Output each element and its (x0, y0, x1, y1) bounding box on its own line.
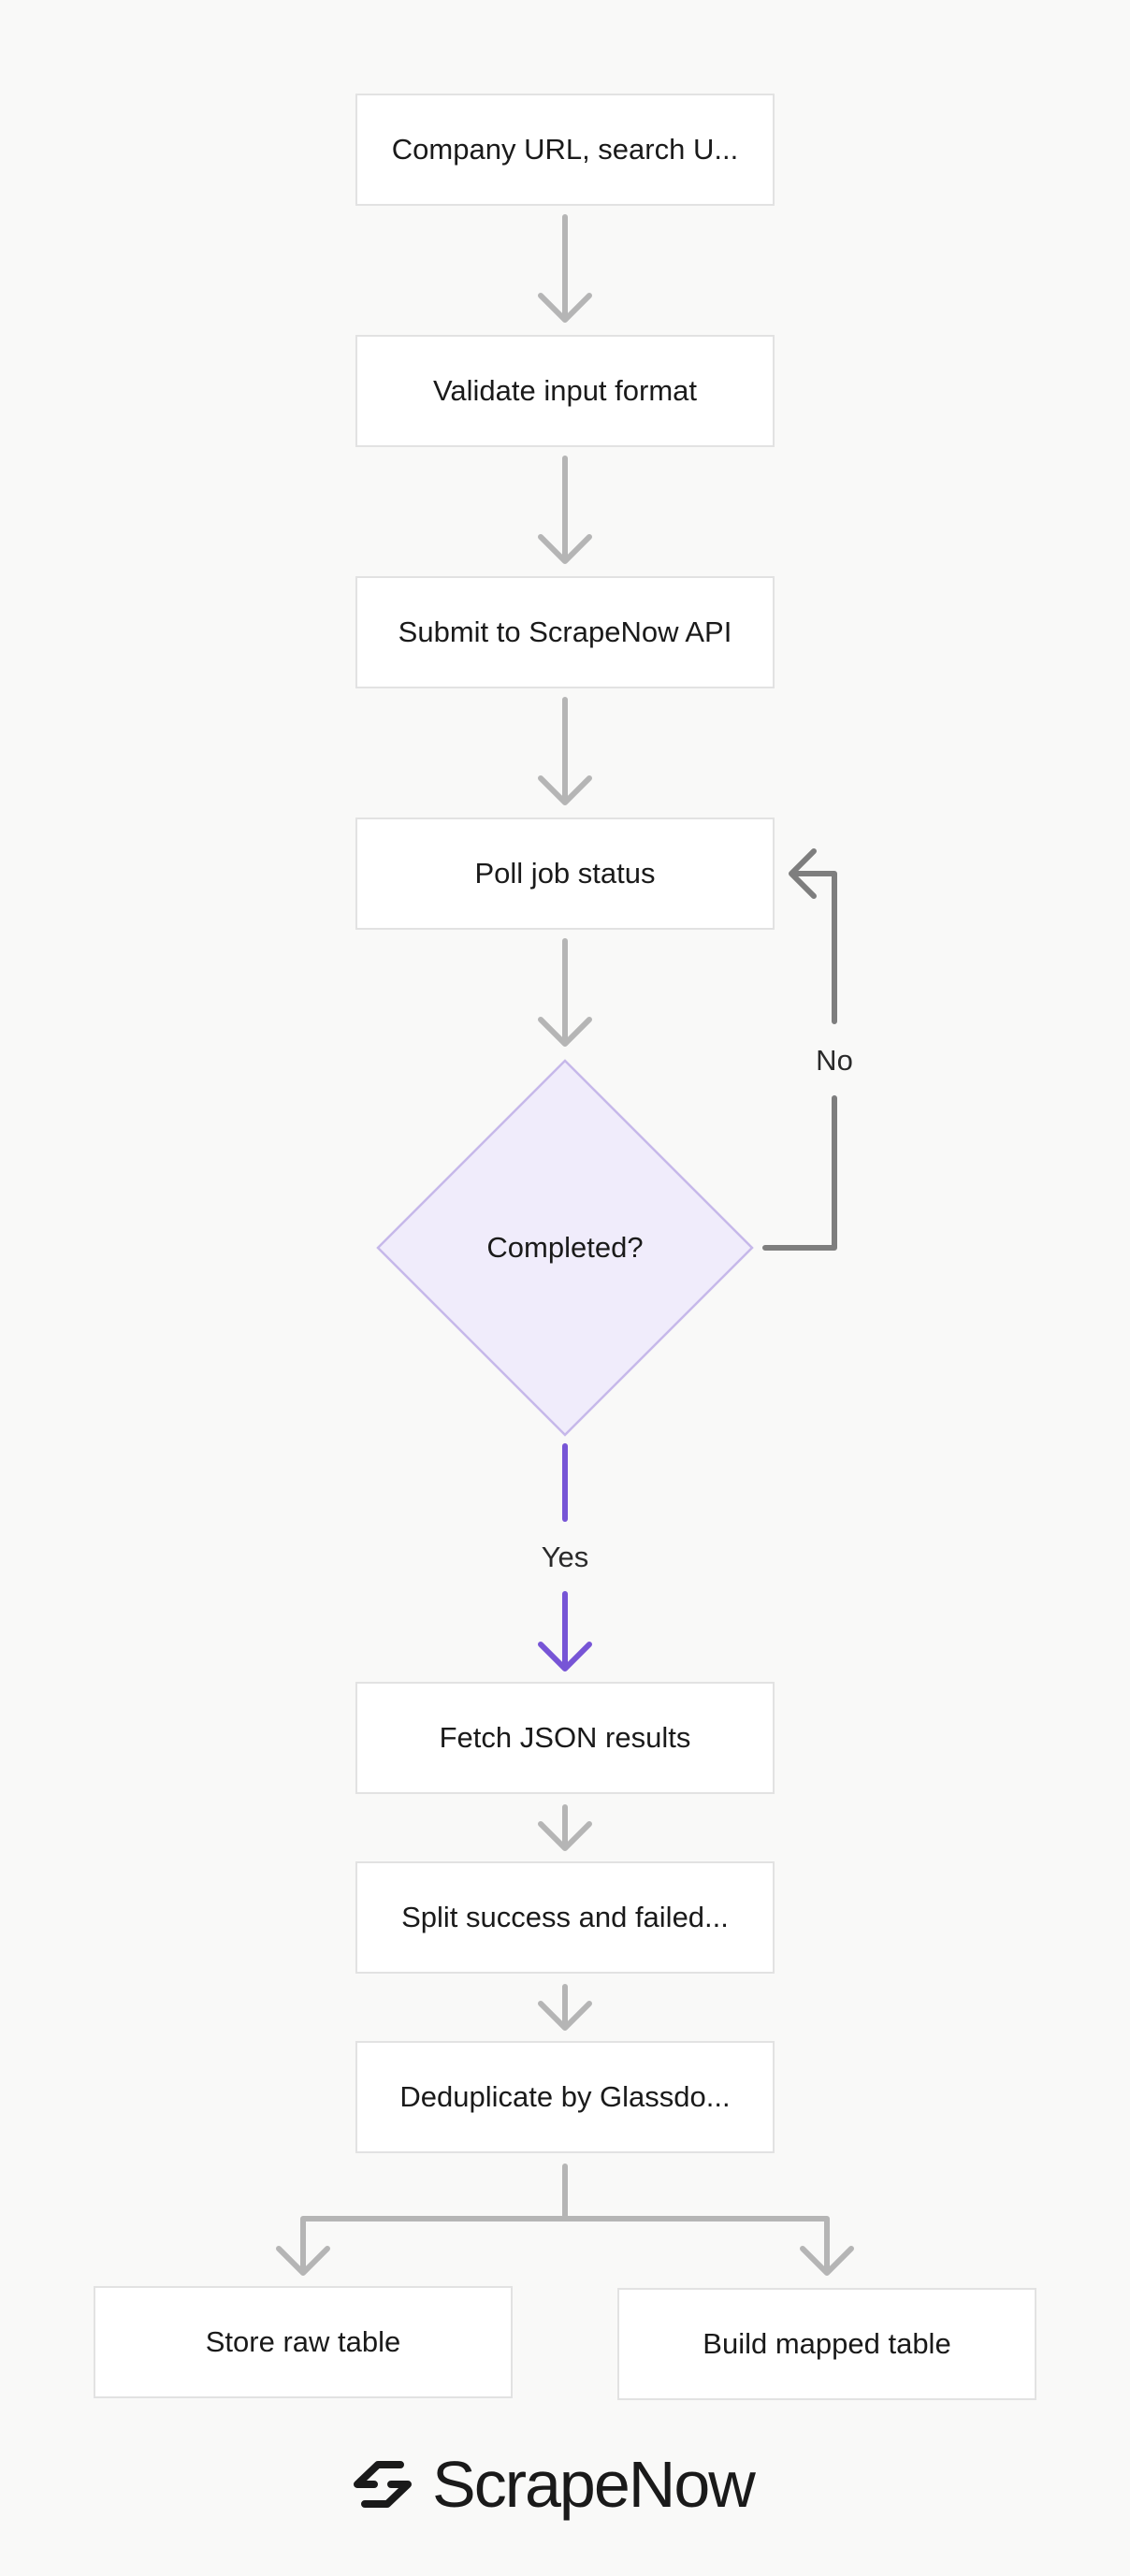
node-submit: Submit to ScrapeNow API (355, 576, 775, 688)
scrapenow-logo-icon (354, 2461, 412, 2508)
edge-no-label: No (816, 1044, 853, 1077)
node-split: Split success and failed... (355, 1861, 775, 1974)
arrow-fetch-split (538, 1804, 592, 1851)
brand-name: ScrapeNow (432, 2448, 756, 2521)
yes-line-lower (538, 1591, 592, 1672)
arrow-submit-poll (538, 697, 592, 805)
node-submit-label: Submit to ScrapeNow API (398, 615, 732, 648)
node-build-mapped: Build mapped table (617, 2288, 1036, 2400)
node-decision-label: Completed? (486, 1231, 644, 1264)
loop-no-lower (762, 1095, 837, 1251)
node-dedupe: Deduplicate by Glassdo... (355, 2041, 775, 2153)
node-store-raw-label: Store raw table (205, 2325, 401, 2358)
loop-no-upper (789, 848, 837, 1024)
arrow-validate-submit (538, 456, 592, 564)
node-store-raw: Store raw table (94, 2286, 513, 2398)
node-poll: Poll job status (355, 818, 775, 930)
arrow-dedupe-branch (276, 2164, 854, 2276)
arrow-poll-decision (538, 938, 592, 1047)
node-dedupe-label: Deduplicate by Glassdo... (399, 2080, 731, 2113)
node-poll-label: Poll job status (474, 857, 656, 890)
arrow-split-dedupe (538, 1984, 592, 2031)
arrow-input-validate (538, 214, 592, 323)
decision-diamond (376, 1059, 754, 1437)
node-fetch: Fetch JSON results (355, 1682, 775, 1794)
node-input-label: Company URL, search U... (391, 133, 739, 166)
node-validate: Validate input format (355, 335, 775, 447)
node-input: Company URL, search U... (355, 94, 775, 206)
edge-yes-label: Yes (541, 1541, 589, 1573)
node-build-mapped-label: Build mapped table (703, 2327, 951, 2360)
node-validate-label: Validate input format (432, 374, 698, 407)
node-fetch-label: Fetch JSON results (439, 1721, 691, 1754)
node-split-label: Split success and failed... (401, 1901, 729, 1933)
brand-logo: ScrapeNow (346, 2447, 756, 2522)
